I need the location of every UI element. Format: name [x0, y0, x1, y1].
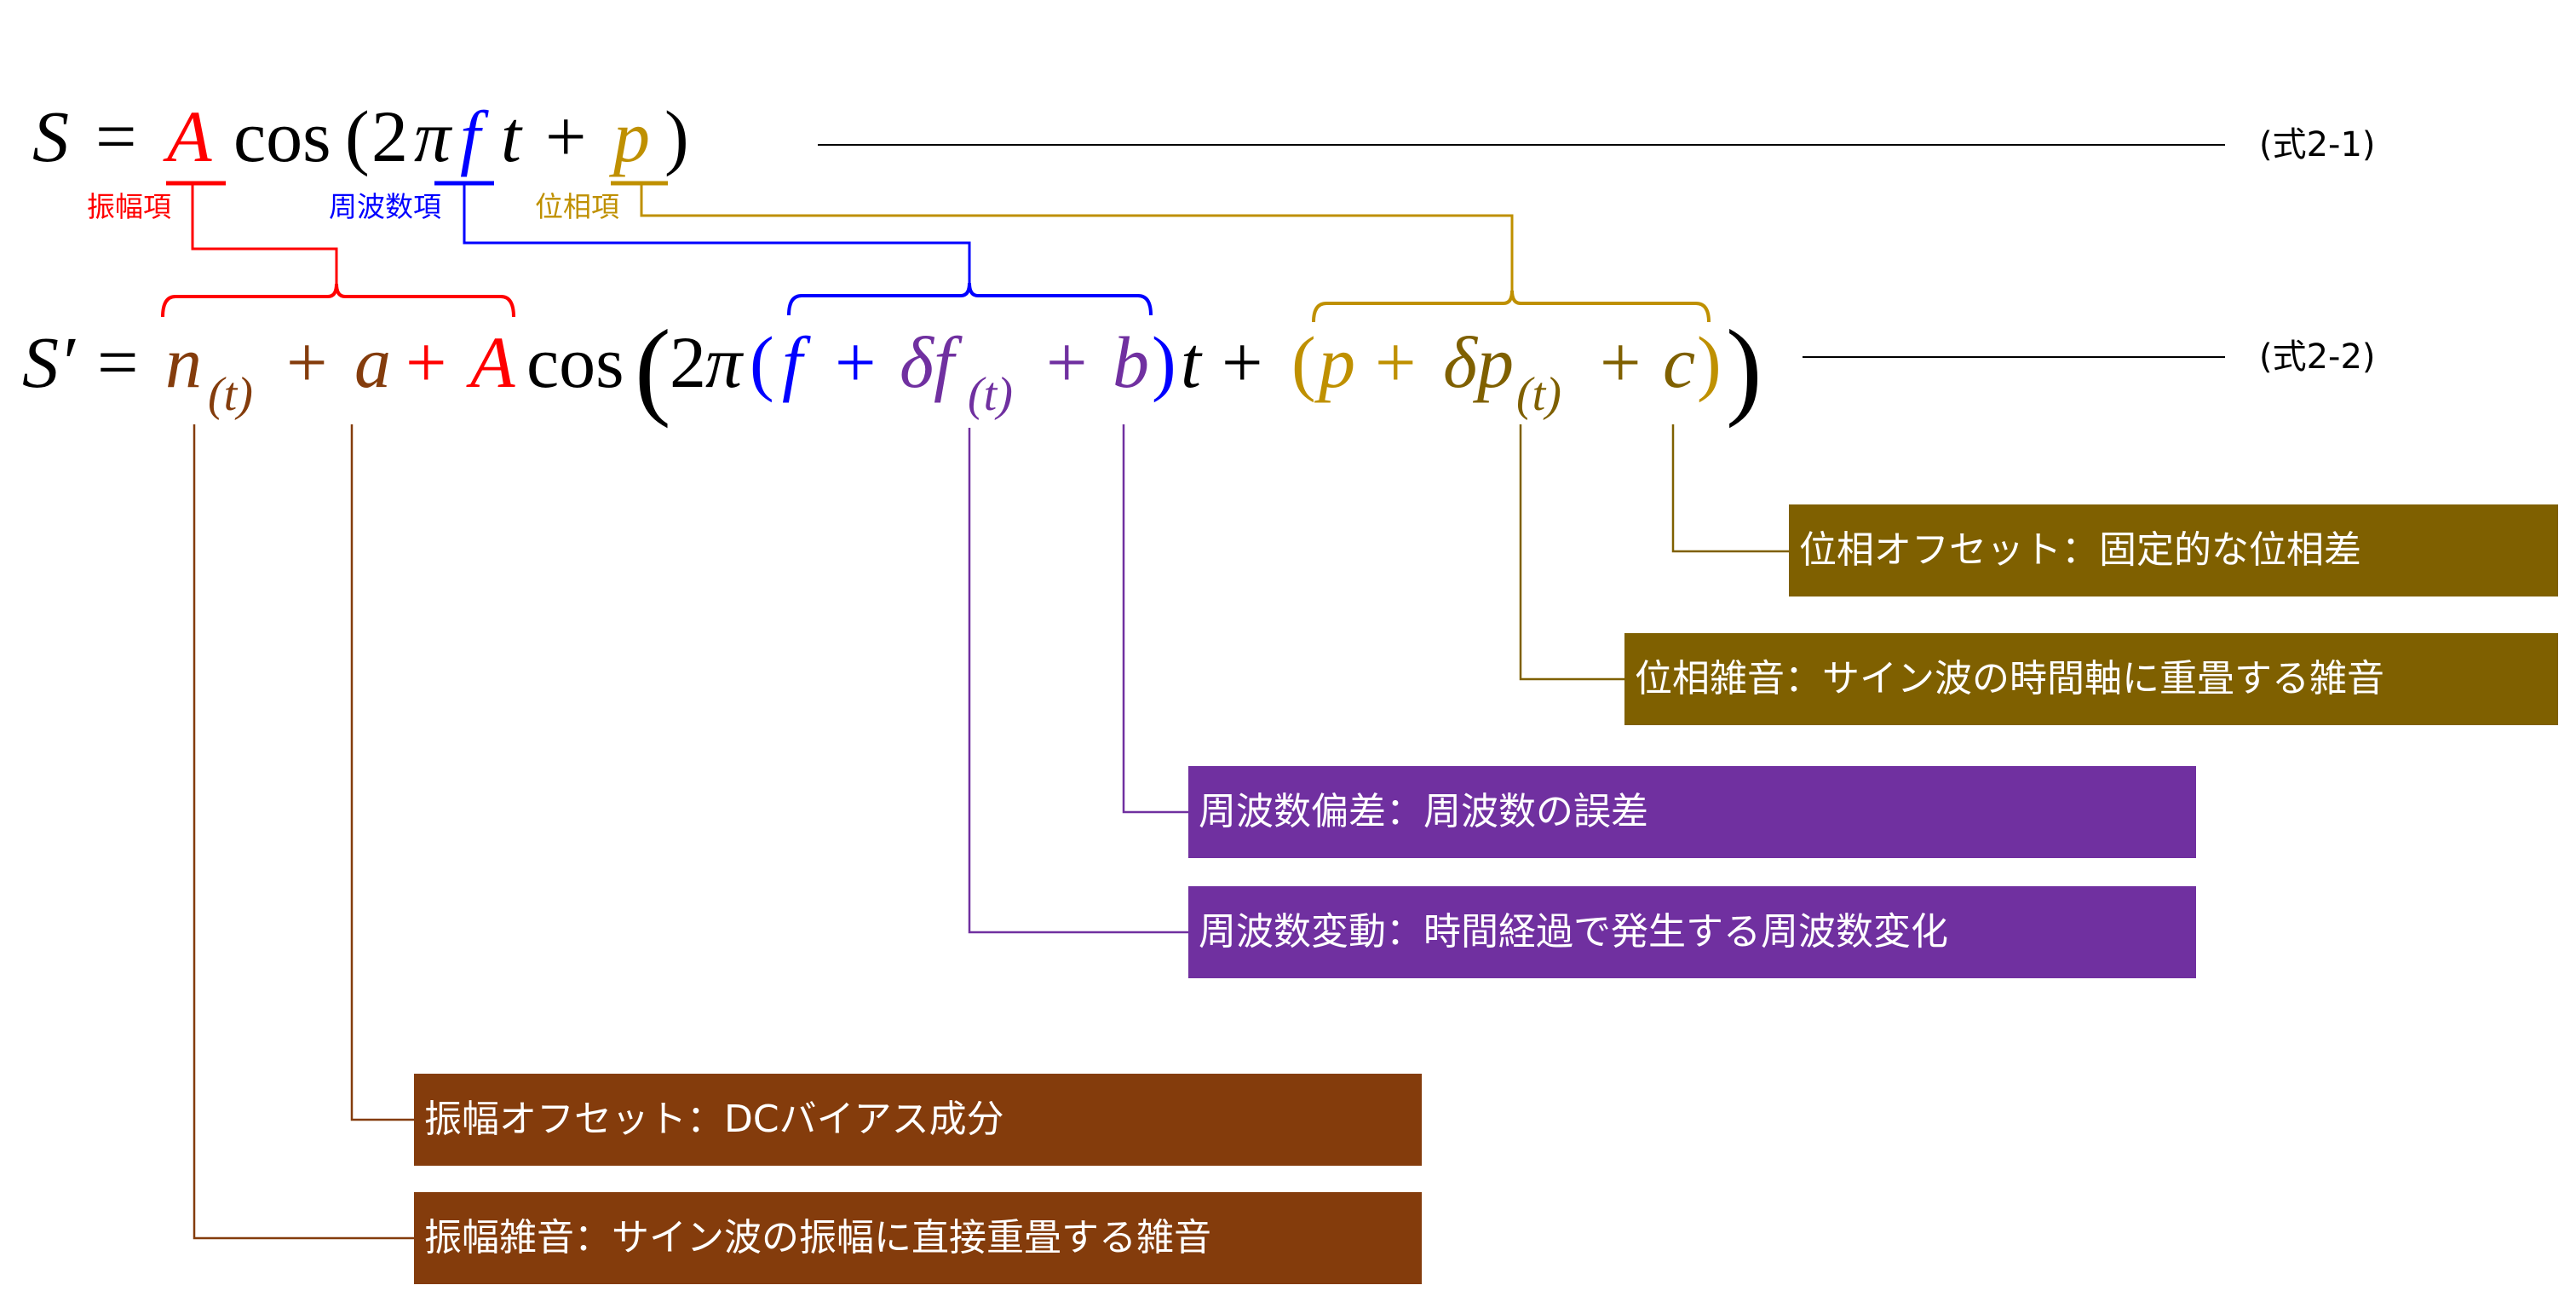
phase-term-connector: [640, 183, 1514, 291]
eq2-plus-5: +: [1222, 321, 1263, 403]
annotation-amplitude-offset: 振幅オフセット：DCバイアス成分: [414, 1074, 1422, 1166]
annotation-amplitude-noise: 振幅雑音：サイン波の振幅に直接重畳する雑音: [414, 1192, 1422, 1284]
connector-frequency-drift: [968, 428, 1188, 934]
connector-amplitude-noise: [193, 424, 414, 1240]
eq1-pi: π: [414, 95, 451, 177]
eq2-plus-4: +: [1046, 321, 1088, 403]
eq2-frequency-f: f: [782, 321, 802, 403]
eq2-plus-7: +: [1600, 321, 1642, 403]
eq1-rparen: ): [664, 95, 689, 177]
frequency-term-connector: [463, 183, 971, 284]
eq2-noise-n: n: [165, 321, 202, 403]
amplitude-brace: [161, 283, 515, 318]
frequency-term-label: 周波数項: [329, 190, 441, 223]
eq1-cos: cos: [233, 95, 331, 177]
phase-brace: [1312, 290, 1711, 323]
amplitude-term-label: 振幅項: [87, 190, 171, 223]
eq2-big-rparen: ): [1726, 308, 1762, 429]
eq2-freq-lparen: (: [750, 321, 774, 403]
annotation-frequency-offset: 周波数偏差：周波数の誤差: [1188, 766, 2196, 858]
eq2-S-prime: S′: [22, 321, 75, 403]
frequency-brace: [787, 282, 1153, 316]
eq2-amplitude-A: A: [470, 321, 515, 403]
eq2-delta-p-subscript: (t): [1516, 368, 1561, 421]
eq1-lparen: (: [345, 95, 370, 177]
annotation-phase-offset: 位相オフセット：固定的な位相差: [1789, 504, 2558, 596]
eq2-plus-2: +: [405, 321, 447, 403]
eq1-frequency-f: f: [460, 95, 480, 177]
eq2-phase-lparen: (: [1291, 321, 1316, 403]
eq1-phase-p: p: [613, 95, 650, 177]
eq2-offset-c: c: [1663, 321, 1696, 403]
eq2-delta-f-subscript: (t): [968, 368, 1013, 421]
eq2-equals: =: [97, 321, 139, 403]
eq2-two: 2: [670, 321, 706, 403]
eq2-offset-a: a: [354, 321, 391, 403]
eq2-plus-1: +: [286, 321, 328, 403]
eq2-phase-p: p: [1319, 321, 1355, 403]
eq1-amplitude-A: A: [167, 95, 212, 177]
equation-number-2-2: (式2-2): [2259, 337, 2376, 377]
connector-phase-noise: [1519, 424, 1624, 681]
connector-frequency-offset: [1122, 424, 1188, 814]
annotation-phase-noise: 位相雑音：サイン波の時間軸に重畳する雑音: [1624, 633, 2558, 725]
eq1-plus: +: [545, 95, 587, 177]
eq2-plus-3: +: [835, 321, 877, 403]
equation-number-2-1: (式2-1): [2259, 125, 2376, 164]
eq1-t: t: [501, 95, 521, 177]
eq2-phase-rparen: ): [1697, 321, 1722, 403]
eq1-S: S: [32, 95, 69, 177]
phase-term-label: 位相項: [535, 190, 619, 223]
eq2-delta-p: δp: [1443, 321, 1514, 403]
connector-amplitude-offset: [350, 424, 414, 1121]
annotation-frequency-drift: 周波数変動：時間経過で発生する周波数変化: [1188, 886, 2196, 978]
eq2-pi: π: [705, 321, 743, 403]
eq2-n-subscript: (t): [208, 368, 253, 421]
eq2-big-lparen: (: [635, 308, 671, 429]
eq2-deviation-b: b: [1113, 321, 1149, 403]
eq2-plus-6: +: [1375, 321, 1417, 403]
eq2-t: t: [1181, 321, 1201, 403]
eq2-freq-rparen: ): [1152, 321, 1176, 403]
connector-phase-offset: [1671, 424, 1789, 553]
eq2-cos: cos: [526, 321, 624, 403]
eq2-delta-f: δf: [900, 321, 954, 403]
amplitude-term-connector: [191, 183, 338, 285]
eq1-two: 2: [371, 95, 408, 177]
eq1-equals: =: [95, 95, 137, 177]
